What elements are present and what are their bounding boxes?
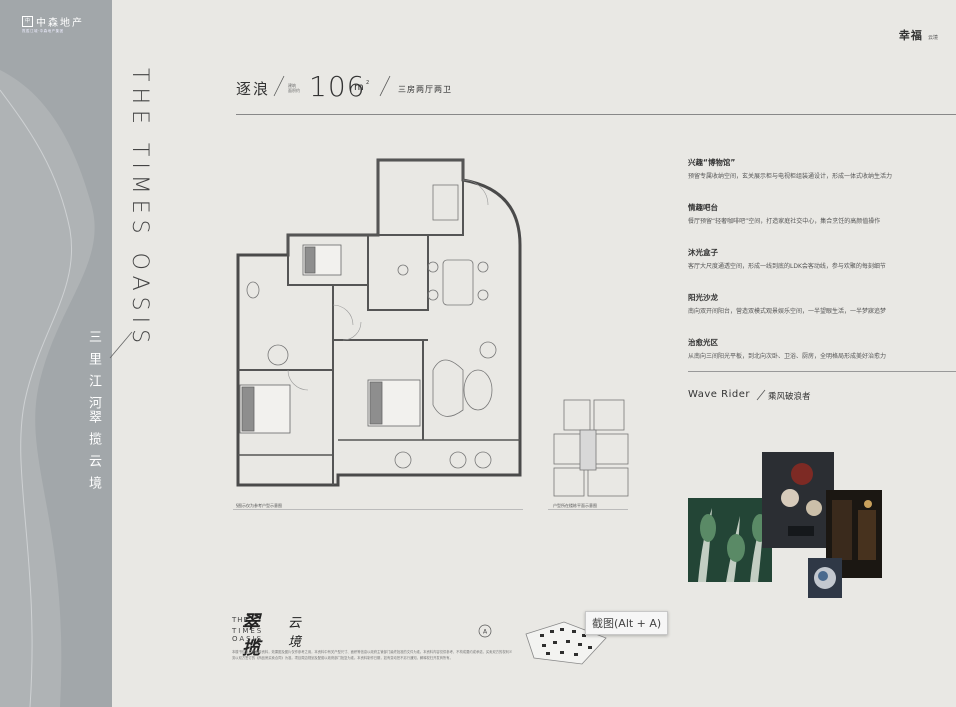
compass-icon: A: [478, 624, 492, 638]
top-logo-text-2: 云境: [927, 35, 938, 41]
mood-image-plants: [688, 498, 772, 582]
feature-title: 阳光沙龙: [688, 293, 718, 302]
feature-item: 阳光沙龙 南向双开间阳台，营造双模式观景娱乐空间，一半望眼生活，一半梦寐追梦: [688, 292, 948, 315]
top-logo-text-1: 幸福: [898, 29, 923, 42]
caption-divider: [233, 509, 523, 510]
area-tiny-label: 建筑 面积约: [288, 83, 300, 93]
project-logo-en: TIMES OASIS: [232, 627, 264, 643]
feature-desc: 客厅大尺度通透空间，形成一线到底的LDK会客动线，参与欢聚的每刻细节: [688, 263, 886, 270]
feature-title: 治愈光区: [688, 338, 718, 347]
project-logo-cn-2: 云境: [288, 616, 302, 650]
feature-title: 情趣吧台: [688, 203, 718, 212]
header-divider: [236, 114, 956, 115]
feature-desc: 南向双开间阳台，营造双模式观景娱乐空间，一半望眼生活，一半梦寐追梦: [688, 308, 887, 315]
area-unit: m: [354, 82, 364, 93]
layout-label: 三房两厅两卫: [398, 85, 452, 94]
wave-rider-en: Wave Rider: [688, 389, 750, 400]
brand-name: 中森地产: [36, 18, 84, 29]
brand-mark-icon: 中: [22, 16, 33, 27]
wave-rider-cn: 乘风破浪者: [768, 392, 811, 402]
floor-plan: [236, 158, 522, 487]
feature-desc: 预留专属收纳空间，玄关展示柜与电视柜组装通设计，形成一体式收纳生活力: [688, 173, 893, 180]
floorplan-caption: §图示仅为参考户型示意图: [236, 503, 282, 508]
feature-item: 沐光盒子 客厅大尺度通透空间，形成一线到底的LDK会客动线，参与欢聚的每刻细节: [688, 247, 948, 270]
area-tiny-2: 面积约: [288, 88, 300, 93]
sidebar-band: 中 中森地产 揽胜江城·中森地产集团 三里江河 翠揽云境: [0, 0, 112, 707]
unit-name: 逐浪: [236, 80, 271, 98]
brand-logo: 中 中森地产: [22, 14, 84, 29]
caption-divider: [548, 509, 628, 510]
top-logo: 幸福 云境: [899, 24, 938, 43]
slash-decoration: [379, 75, 391, 97]
slash-decoration: [109, 331, 133, 359]
feature-title: 兴趣“博物馆”: [688, 158, 736, 167]
feature-item: 情趣吧台 餐厅预留“轻奢咖啡吧”空间，打造家庭社交中心，集合烹饪的高颜值操作: [688, 202, 948, 225]
disclaimer-text: 本楼书仅为广告宣传资料，效果图及图片仅作参考之用，本资料中有关户型尺寸、面积等信…: [232, 650, 513, 660]
area-unit-sup: 2: [366, 80, 370, 86]
english-title: THE TIMES OASIS: [127, 68, 152, 350]
feature-title: 沐光盒子: [688, 248, 718, 257]
mood-image-art: [808, 558, 842, 598]
compass-label: A: [483, 629, 488, 636]
feature-item: 兴趣“博物馆” 预留专属收纳空间，玄关展示柜与电视柜组装通设计，形成一体式收纳生…: [688, 157, 948, 180]
mood-image-bowls: [762, 452, 834, 548]
keyplan-caption: 户型所在楼栋平面示意图: [553, 503, 597, 508]
feature-desc: 从南向三间阳光平板，到北向次卧、卫浴、厨房，全明格局形成美好治愈力: [688, 353, 887, 360]
wave-divider: [688, 371, 956, 372]
key-plan: [553, 399, 629, 497]
feature-list: 兴趣“博物馆” 预留专属收纳空间，玄关展示柜与电视柜组装通设计，形成一体式收纳生…: [688, 157, 948, 382]
project-logo-cn: 翠揽: [242, 612, 260, 659]
feature-desc: 餐厅预留“轻奢咖啡吧”空间，打造家庭社交中心，集合烹饪的高颜值操作: [688, 218, 881, 225]
area-tiny-1: 建筑: [288, 83, 296, 88]
area-value: 106: [309, 70, 366, 103]
sidebar-slogan-1: 三里江河: [86, 330, 101, 418]
sidebar-slogan-2: 翠揽云境: [86, 410, 101, 498]
screenshot-tooltip: 截图(Alt + A): [585, 611, 669, 635]
project-logo-the: THE: [232, 616, 249, 624]
slash-decoration: [756, 389, 766, 401]
brand-subtitle: 揽胜江城·中森地产集团: [22, 29, 64, 33]
slash-decoration: [273, 75, 285, 97]
feature-item: 治愈光区 从南向三间阳光平板，到北向次卧、卫浴、厨房，全明格局形成美好治愈力: [688, 337, 948, 360]
sidebar-wave-graphic: [0, 70, 95, 707]
